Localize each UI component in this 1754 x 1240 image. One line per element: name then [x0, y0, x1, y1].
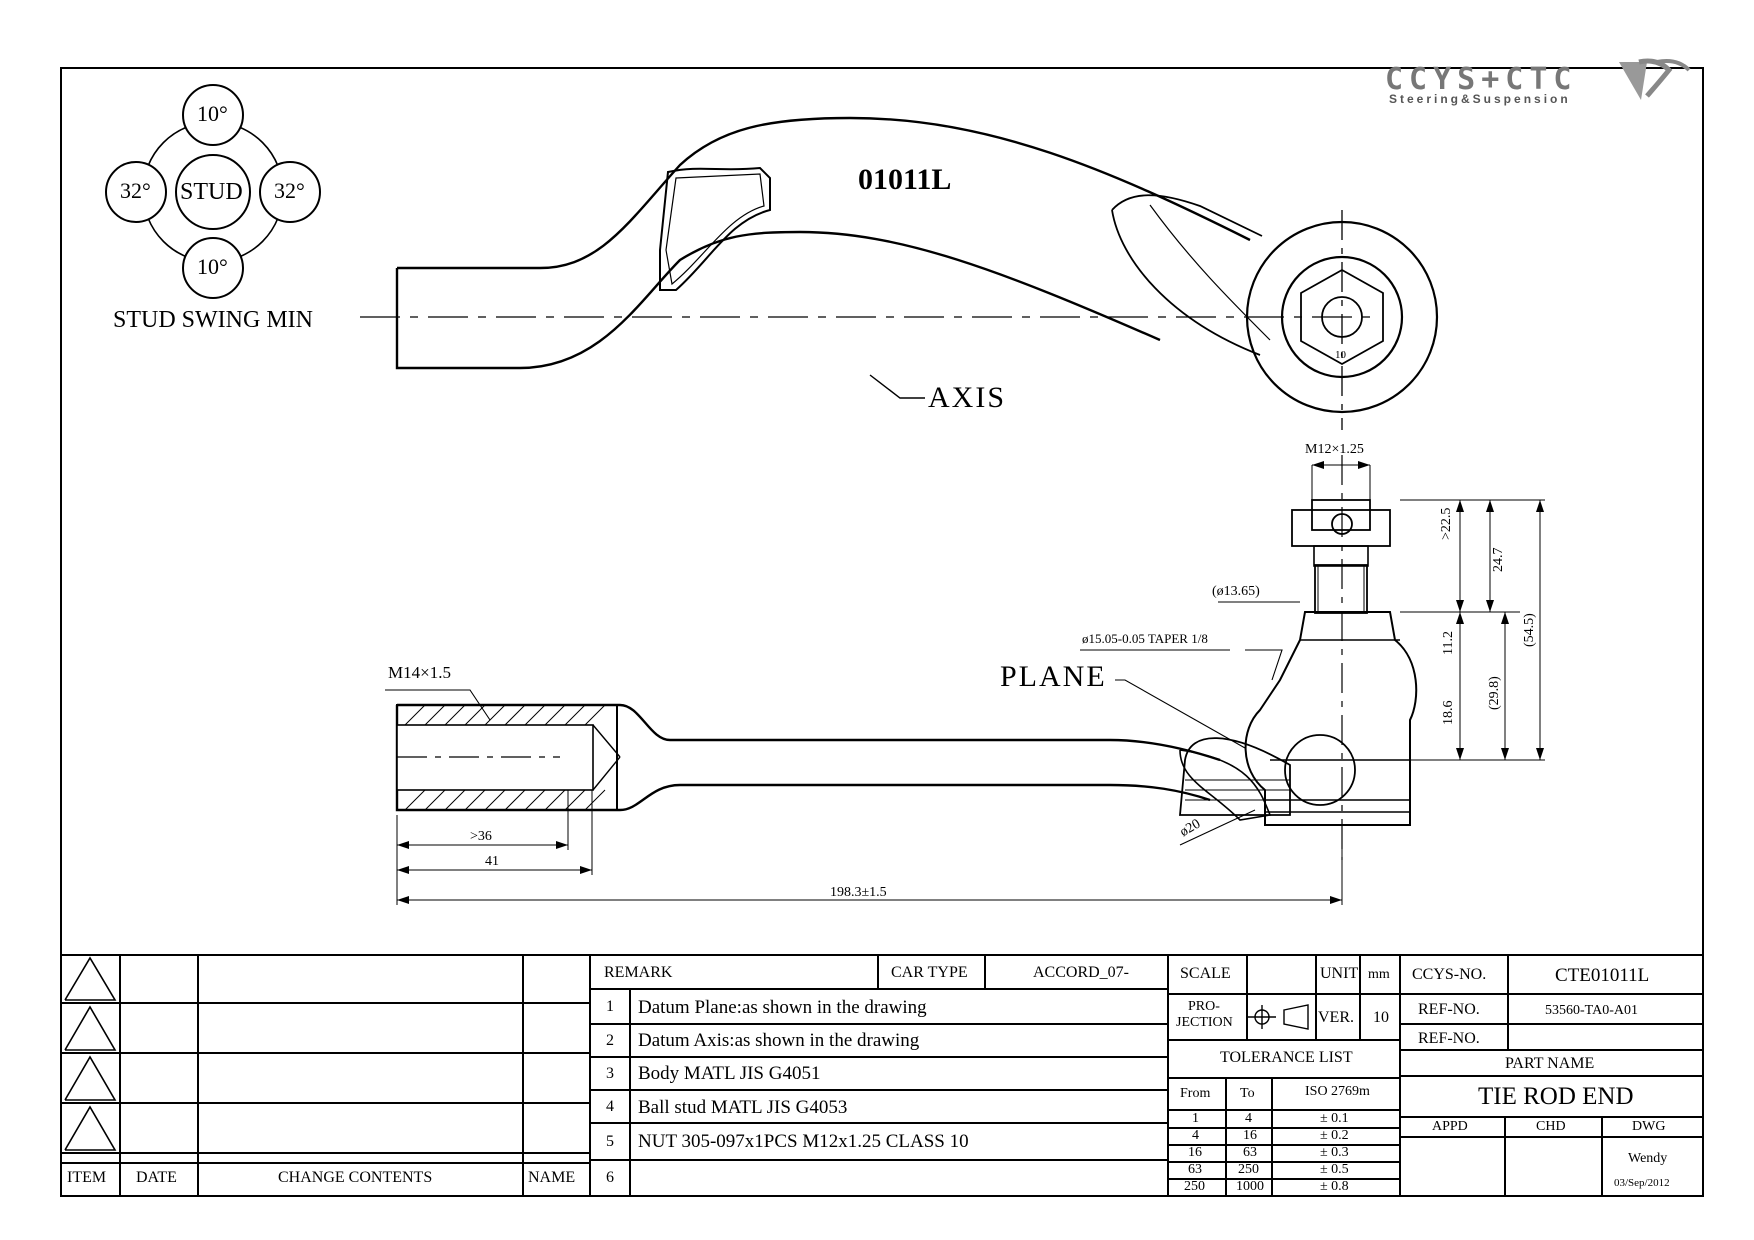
- ccys-value: CTE01011L: [1555, 965, 1650, 986]
- tol-from-4: 63: [1188, 1162, 1202, 1177]
- tol-to-3: 63: [1243, 1145, 1257, 1160]
- drawer-name: Wendy: [1628, 1151, 1668, 1166]
- dwg-label: DWG: [1632, 1119, 1666, 1134]
- tolerance-title: TOLERANCE LIST: [1220, 1049, 1353, 1066]
- rev-date-header: DATE: [136, 1169, 177, 1186]
- swing-bottom: 10°: [197, 254, 228, 279]
- logo-tagline: Steering&Suspension: [1389, 92, 1571, 106]
- ver-value: 10: [1373, 1009, 1389, 1026]
- projection-label-2: JECTION: [1176, 1015, 1233, 1030]
- tol-val-2: ± 0.2: [1320, 1128, 1349, 1143]
- body-thread-label: M14×1.5: [388, 663, 451, 682]
- axis-leader: [869, 374, 925, 399]
- dia-13-label: (ø13.65): [1212, 584, 1260, 599]
- drawing-frame: [60, 67, 1704, 1197]
- tol-to-1: 4: [1245, 1111, 1252, 1126]
- tol-from-5: 250: [1184, 1179, 1205, 1194]
- tol-to-2: 16: [1243, 1128, 1257, 1143]
- tol-from-3: 16: [1188, 1145, 1202, 1160]
- part-name-label: PART NAME: [1505, 1055, 1595, 1072]
- dimension-lines: [385, 464, 1545, 905]
- dimension-arrows: [397, 461, 1544, 904]
- side-view-body: [395, 703, 1272, 821]
- chd-label: CHD: [1536, 1119, 1566, 1134]
- tol-val-4: ± 0.5: [1320, 1162, 1349, 1177]
- tol-iso-header: ISO 2769m: [1305, 1084, 1370, 1099]
- ref2-label: REF-NO.: [1418, 1030, 1480, 1047]
- top-view-body: [395, 116, 1271, 370]
- tol-from-2: 4: [1192, 1128, 1199, 1143]
- dim-29-8: (29.8): [1487, 676, 1502, 710]
- nut-thread-label: M12×1.25: [1305, 442, 1364, 457]
- swing-center: STUD: [180, 179, 243, 205]
- swing-left: 32°: [120, 178, 151, 203]
- company-logo: CCYS+CTC Steering&Suspension: [1385, 58, 1695, 112]
- remark-text-5: NUT 305-097x1PCS M12x1.25 CLASS 10: [638, 1131, 969, 1152]
- plane-label: PLANE: [1000, 660, 1107, 693]
- remark-no-6: 6: [606, 1169, 614, 1186]
- tol-val-5: ± 0.8: [1320, 1179, 1349, 1194]
- unit-label: UNIT: [1320, 965, 1359, 982]
- dim-18-6: 18.6: [1441, 700, 1456, 726]
- unit-value: mm: [1368, 967, 1390, 982]
- ver-label: VER.: [1318, 1009, 1354, 1026]
- tol-from-header: From: [1180, 1086, 1211, 1101]
- logo-mark-icon: [1619, 58, 1691, 100]
- remark-no-1: 1: [606, 998, 614, 1015]
- ccys-label: CCYS-NO.: [1412, 966, 1487, 983]
- remark-text-3: Body MATL JIS G4051: [638, 1063, 821, 1084]
- part-code: 01011L: [858, 163, 952, 196]
- stud-swing-diagram: [105, 84, 321, 299]
- car-type-value: ACCORD_07-: [1033, 964, 1130, 981]
- remark-no-4: 4: [606, 1098, 614, 1115]
- car-type-label: CAR TYPE: [891, 964, 968, 981]
- tol-from-1: 1: [1192, 1111, 1199, 1126]
- tol-to-4: 250: [1238, 1162, 1259, 1177]
- revision-triangles: [64, 956, 117, 1151]
- scale-label: SCALE: [1180, 965, 1231, 982]
- dim-11-2: 11.2: [1441, 631, 1456, 655]
- dim-36: >36: [470, 829, 492, 844]
- ball-joint-top: [1245, 220, 1439, 414]
- dim-198: 198.3±1.5: [830, 885, 887, 900]
- tol-to-header: To: [1240, 1086, 1255, 1101]
- remark-header: REMARK: [604, 964, 673, 981]
- appd-label: APPD: [1432, 1119, 1468, 1134]
- remark-no-3: 3: [606, 1065, 614, 1082]
- ref1-value: 53560-TA0-A01: [1545, 1003, 1638, 1018]
- rev-name-header: NAME: [528, 1169, 576, 1186]
- swing-top: 10°: [197, 101, 228, 126]
- rev-item-header: ITEM: [67, 1169, 107, 1186]
- remark-text-1: Datum Plane:as shown in the drawing: [638, 997, 927, 1018]
- dim-41: 41: [485, 854, 499, 869]
- logo-brand: CCYS+CTC: [1385, 62, 1578, 97]
- title-block-grid: [60, 954, 1704, 1197]
- remark-no-2: 2: [606, 1032, 614, 1049]
- remark-text-4: Ball stud MATL JIS G4053: [638, 1097, 848, 1118]
- drawing-date: 03/Sep/2012: [1614, 1177, 1670, 1189]
- ref1-label: REF-NO.: [1418, 1001, 1480, 1018]
- dim-24-7: 24.7: [1491, 547, 1506, 573]
- tol-val-1: ± 0.1: [1320, 1111, 1349, 1126]
- swing-right: 32°: [274, 178, 305, 203]
- hatching-body: [404, 704, 606, 811]
- stud-swing-caption: STUD SWING MIN: [113, 307, 313, 333]
- remark-no-5: 5: [606, 1133, 614, 1150]
- nut-size-label: 10: [1335, 349, 1346, 361]
- part-name-value: TIE ROD END: [1478, 1083, 1634, 1110]
- taper-label: ø15.05-0.05 TAPER 1/8: [1082, 631, 1208, 646]
- projection-symbol-icon: [1248, 1004, 1309, 1030]
- projection-label-1: PRO-: [1188, 999, 1220, 1014]
- tol-to-5: 1000: [1236, 1179, 1264, 1194]
- dim-22-5: >22.5: [1439, 507, 1454, 540]
- axis-label: AXIS: [928, 381, 1007, 414]
- remark-text-2: Datum Axis:as shown in the drawing: [638, 1030, 920, 1051]
- rev-change-header: CHANGE CONTENTS: [278, 1169, 433, 1186]
- dim-54-5: (54.5): [1522, 613, 1537, 647]
- tol-val-3: ± 0.3: [1320, 1145, 1349, 1160]
